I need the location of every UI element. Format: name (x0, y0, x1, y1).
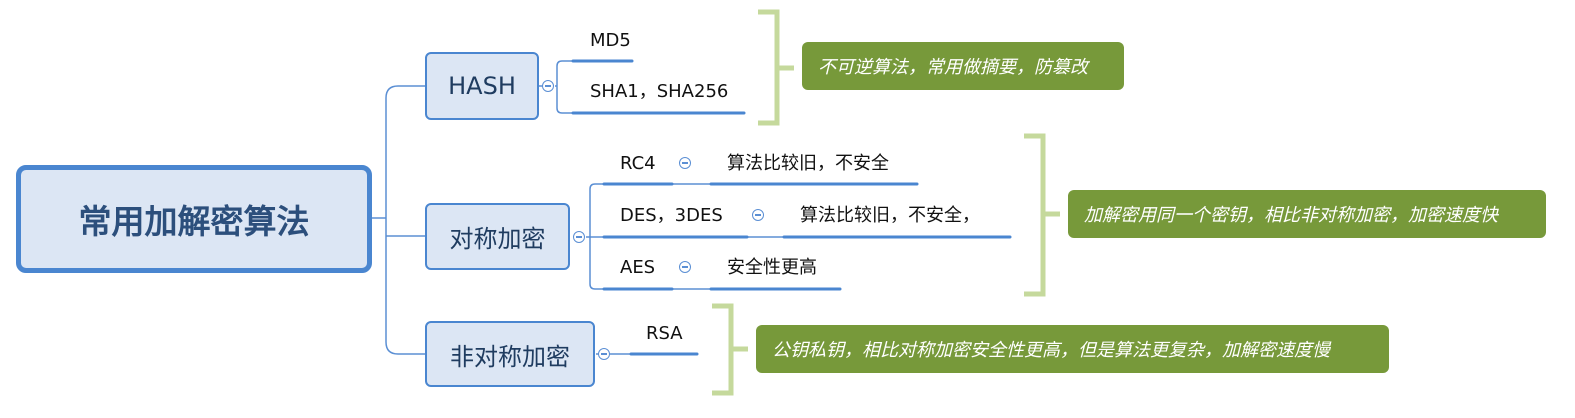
leaf-rc4[interactable]: RC4 (620, 153, 656, 174)
category-asymmetric[interactable]: 非对称加密 (425, 321, 595, 387)
des-collapse-toggle[interactable] (752, 209, 764, 221)
leaf-md5[interactable]: MD5 (590, 30, 631, 51)
summary-hash[interactable]: 不可逆算法，常用做摘要，防篡改 (802, 42, 1124, 90)
hash-bracket (758, 9, 780, 126)
leaf-aes[interactable]: AES (620, 257, 656, 278)
leaf-des[interactable]: DES，3DES (620, 205, 723, 226)
category-symmetric[interactable]: 对称加密 (425, 203, 570, 270)
leaf-rsa[interactable]: RSA (646, 323, 683, 344)
aes-collapse-toggle[interactable] (679, 261, 691, 273)
root-node[interactable]: 常用加解密算法 (16, 165, 372, 273)
underlines (571, 59, 1012, 356)
rc4-collapse-toggle[interactable] (679, 157, 691, 169)
asymmetric-collapse-toggle[interactable] (598, 348, 610, 360)
summary-brackets (712, 9, 1060, 396)
symmetric-collapse-toggle[interactable] (573, 231, 585, 243)
hash-spine-line (556, 60, 572, 114)
summary-symmetric[interactable]: 加解密用同一个密钥，相比非对称加密，加密速度快 (1068, 190, 1546, 238)
leaf-des-note[interactable]: 算法比较旧，不安全， (800, 205, 980, 226)
leaf-aes-note[interactable]: 安全性更高 (727, 257, 817, 278)
root-spine-line (385, 85, 425, 355)
summary-asymmetric[interactable]: 公钥私钥，相比对称加密安全性更高，但是算法更复杂，加解密速度慢 (756, 325, 1389, 373)
hash-collapse-toggle[interactable] (542, 80, 554, 92)
symmetric-bracket (1024, 133, 1046, 297)
leaf-rc4-note[interactable]: 算法比较旧，不安全 (727, 153, 889, 174)
category-hash[interactable]: HASH (425, 52, 539, 120)
asymmetric-bracket (712, 303, 734, 396)
leaf-sha[interactable]: SHA1，SHA256 (590, 81, 729, 102)
branch-lines (372, 60, 783, 355)
